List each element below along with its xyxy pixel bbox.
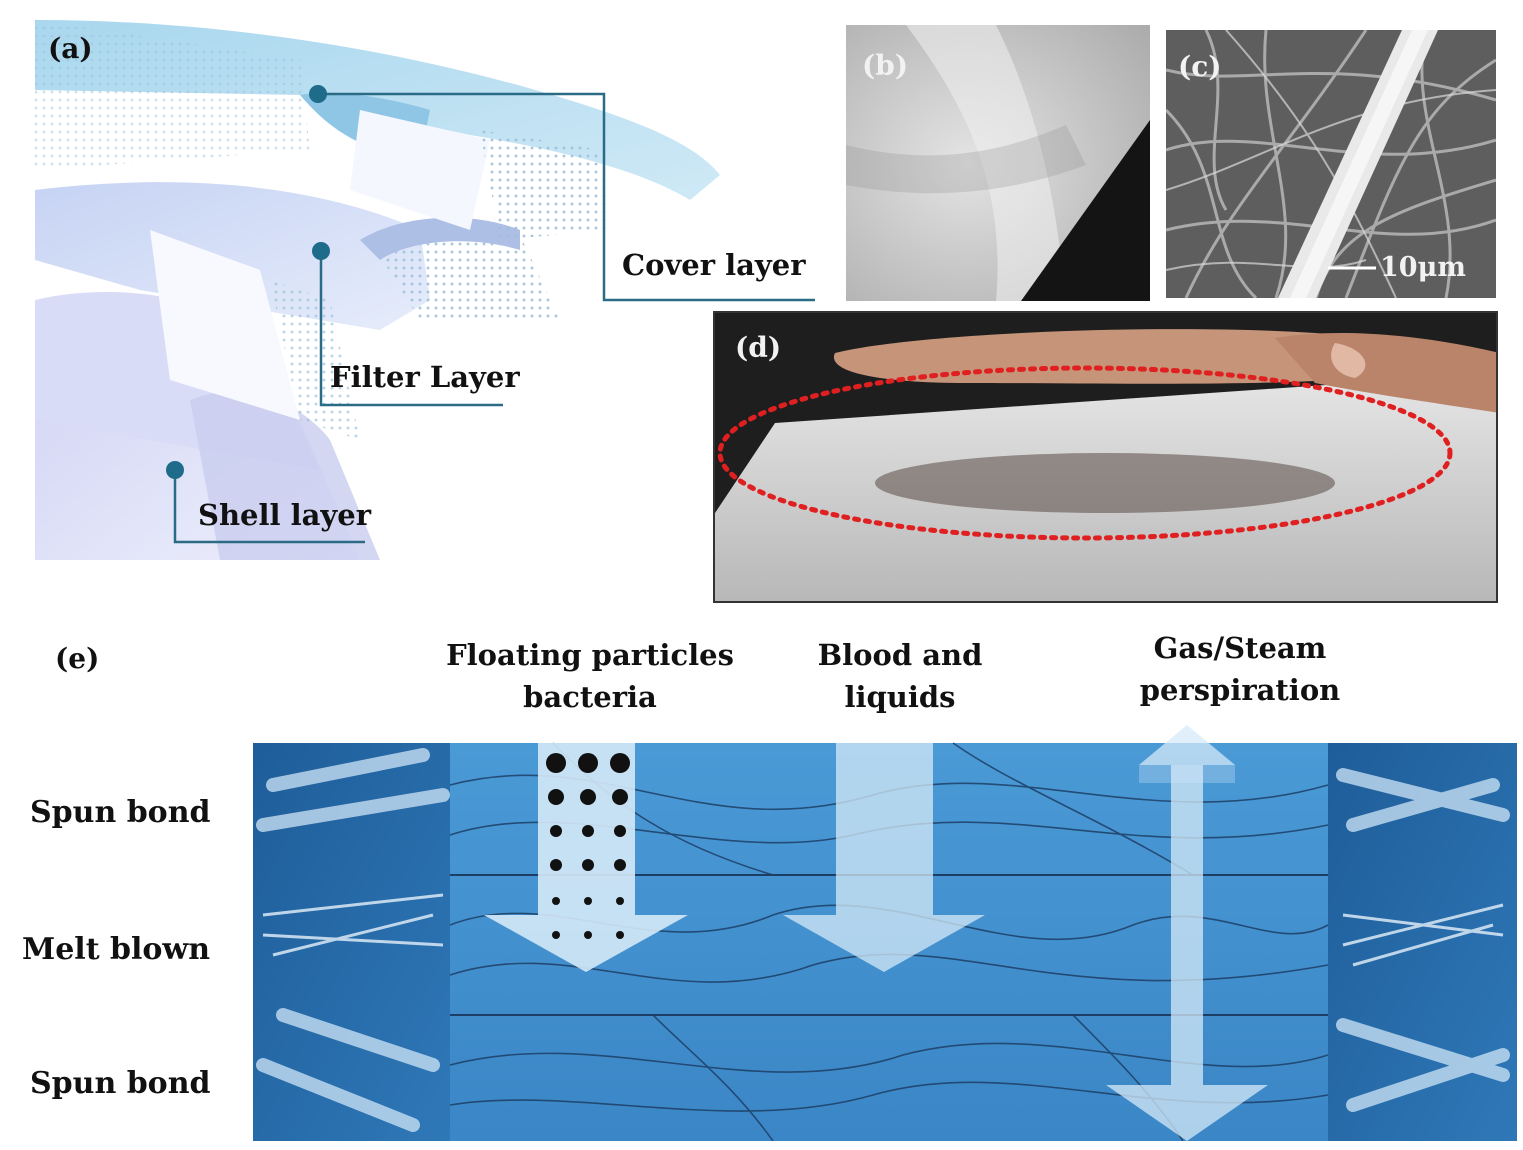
panel-c: (c) 10μm xyxy=(1166,30,1496,298)
column-header-gas: Gas/Steam perspiration xyxy=(1090,627,1390,711)
column-header-gas-line2: perspiration xyxy=(1139,673,1341,707)
column-header-liquids-line1: Blood and xyxy=(817,638,983,672)
column-header-particles-line1: Floating particles xyxy=(446,638,734,672)
column-header-particles-line2: bacteria xyxy=(523,680,657,714)
layer-cross-section xyxy=(253,725,1517,1141)
panel-b: (b) xyxy=(846,25,1150,301)
panel-c-label: (c) xyxy=(1178,50,1222,83)
row-label-spun-bond-top: Spun bond xyxy=(30,795,211,830)
mask-layers-illustration xyxy=(35,20,815,560)
shell-layer-callout: Shell layer xyxy=(198,498,371,532)
column-header-gas-line1: Gas/Steam xyxy=(1153,631,1327,665)
column-header-liquids-line2: liquids xyxy=(844,680,956,714)
sem-fiber-micrograph xyxy=(1166,30,1496,298)
row-label-spun-bond-bottom: Spun bond xyxy=(30,1066,211,1101)
nonwoven-fabric-photo xyxy=(846,25,1150,301)
filter-layer-callout: Filter Layer xyxy=(330,360,520,394)
column-header-particles: Floating particles bacteria xyxy=(430,634,750,718)
highlight-ellipse xyxy=(717,365,1453,541)
panel-d: (d) xyxy=(713,311,1498,603)
layer-function-diagram xyxy=(253,725,1517,1141)
cover-layer-callout: Cover layer xyxy=(622,248,806,282)
panel-e-label: (e) xyxy=(55,642,100,675)
hand-on-fabric-photo xyxy=(715,313,1496,601)
row-label-melt-blown: Melt blown xyxy=(22,932,211,967)
column-header-liquids: Blood and liquids xyxy=(760,634,1040,718)
panel-b-label: (b) xyxy=(862,49,909,82)
panel-d-label: (d) xyxy=(735,331,782,364)
panel-a: (a) Cover layer Filter Layer Shell layer xyxy=(0,0,840,600)
panel-a-label: (a) xyxy=(48,32,93,65)
scale-bar-label: 10μm xyxy=(1380,252,1466,283)
